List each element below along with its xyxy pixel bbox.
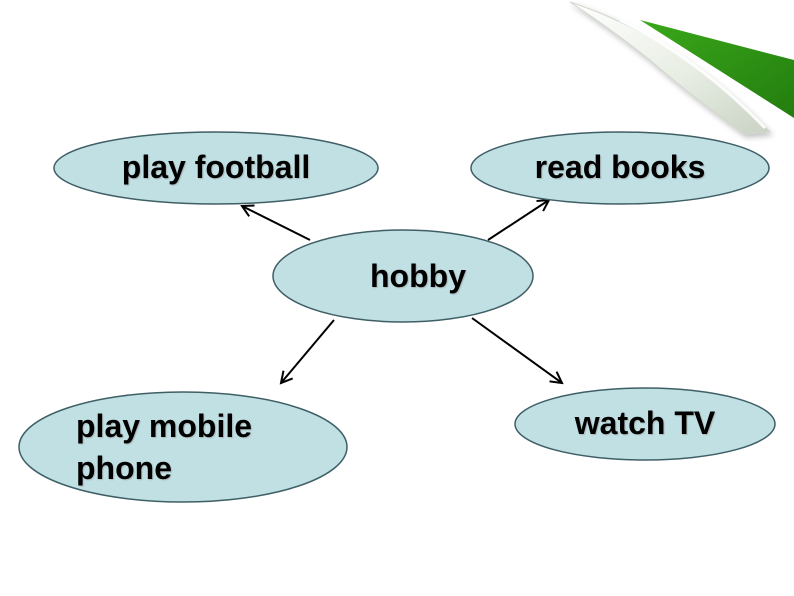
page-curl-green-band [640, 20, 794, 118]
node-play-mobile-phone-label: play mobile phone [76, 408, 253, 486]
node-watch-tv-label: watch TV [574, 405, 716, 442]
page-curl-decoration [569, 1, 794, 135]
bubble-watch-tv [514, 387, 776, 461]
node-hobby-label: hobby [370, 258, 466, 295]
node-read-books-label: read books [534, 149, 706, 186]
node-play-football-label: play football [121, 149, 311, 186]
arrow-to-play-mobile-phone [281, 319, 335, 383]
bubble-hobby [272, 229, 534, 323]
bubble-play-mobile-phone [18, 391, 348, 503]
bubble-play-football [53, 131, 379, 205]
page-curl-fold [619, 18, 767, 130]
arrow-to-watch-tv [471, 317, 562, 383]
arrow-to-read-books [487, 200, 549, 241]
arrow-to-play-football [242, 206, 311, 241]
bubble-read-books [470, 131, 770, 205]
